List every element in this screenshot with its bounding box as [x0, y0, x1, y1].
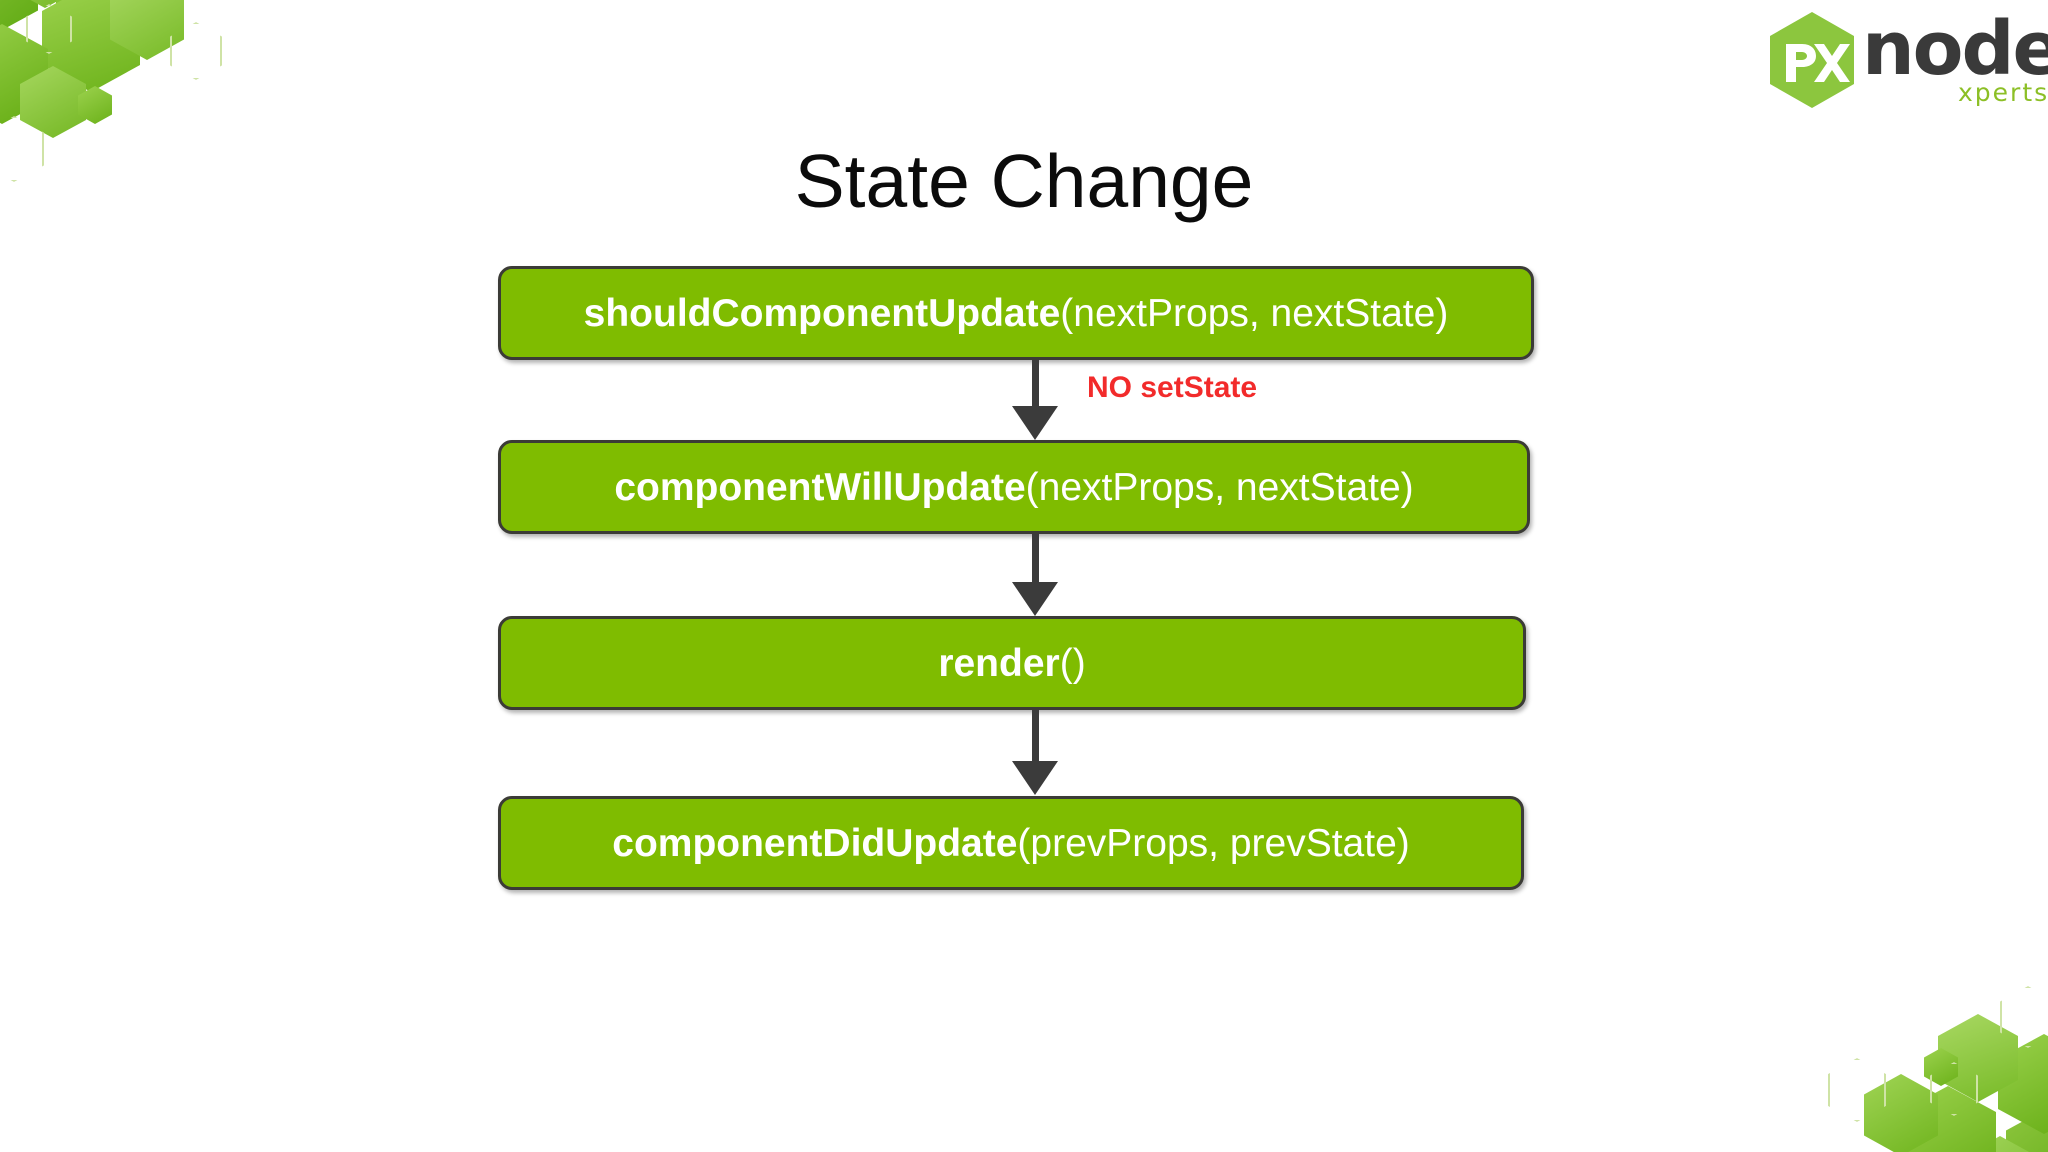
flow-node-args: (prevProps, prevState)	[1017, 821, 1410, 865]
hexagon-shape	[42, 0, 140, 92]
hexagon-shape	[1998, 1034, 2048, 1134]
flow-node-args: (nextProps, nextState)	[1060, 291, 1449, 335]
lifecycle-flowchart: shouldComponentUpdate(nextProps, nextSta…	[498, 266, 1534, 1056]
flow-node-label: componentWillUpdate(nextProps, nextState…	[614, 468, 1413, 507]
page-title: State Change	[794, 139, 1254, 224]
brand-logo: node xperts	[1766, 4, 2048, 112]
flow-node-fn-name: render	[938, 641, 1060, 685]
hexagon-shape	[20, 66, 86, 138]
rx-hexagon-logo-icon	[1770, 12, 1854, 108]
arrow-head-icon	[1012, 582, 1058, 616]
annotation-no-setstate: NO setState	[1087, 371, 1258, 404]
hexagon-outline	[26, 4, 72, 54]
hexagon-shape	[1900, 1086, 1996, 1152]
hexagon-shape	[2006, 1106, 2048, 1152]
flow-node-args: (nextProps, nextState)	[1025, 465, 1414, 509]
arrow-shaft	[1032, 360, 1039, 408]
flow-arrow-down-2	[1005, 534, 1065, 616]
hexagon-shape	[6, 0, 84, 8]
hexagon-shape	[0, 24, 48, 124]
hexagon-shape	[0, 0, 38, 34]
hexagon-outline	[1828, 1058, 1886, 1122]
hexagon-outline	[1930, 1062, 1978, 1116]
hexagon-shape	[114, 0, 198, 8]
flow-node-label: componentDidUpdate(prevProps, prevState)	[612, 824, 1410, 863]
logo-wordmark: node	[1862, 6, 2048, 92]
flow-node-args: ()	[1059, 641, 1086, 685]
flow-arrow-down-3	[1005, 710, 1065, 796]
hexagon-shape	[1864, 1074, 1938, 1152]
flow-node-component-did-update[interactable]: componentDidUpdate(prevProps, prevState)	[498, 796, 1524, 890]
flow-node-fn-name: shouldComponentUpdate	[583, 291, 1061, 335]
hexagon-shape	[1924, 1048, 1958, 1086]
flow-node-fn-name: componentWillUpdate	[614, 465, 1026, 509]
arrow-shaft	[1032, 710, 1039, 763]
flow-node-label: shouldComponentUpdate(nextProps, nextSta…	[584, 294, 1449, 333]
flow-node-fn-name: componentDidUpdate	[612, 821, 1018, 865]
flow-node-component-will-update[interactable]: componentWillUpdate(nextProps, nextState…	[498, 440, 1530, 534]
hexagon-shape	[78, 86, 112, 124]
flow-arrow-down-1	[1005, 360, 1065, 440]
hexagon-shape	[56, 0, 150, 36]
flow-node-should-component-update[interactable]: shouldComponentUpdate(nextProps, nextSta…	[498, 266, 1534, 360]
arrow-head-icon	[1012, 761, 1058, 795]
flow-node-render[interactable]: render()	[498, 616, 1526, 710]
hexagon-outline	[2000, 986, 2048, 1048]
flow-node-label: render()	[938, 644, 1085, 683]
arrow-shaft	[1032, 534, 1039, 584]
hexagon-shape	[110, 0, 184, 60]
hexagon-decoration-bottom-right	[1794, 949, 2048, 1152]
hexagon-shape	[1938, 1014, 2018, 1102]
logo-tagline: xperts	[1958, 78, 2048, 107]
hexagon-outline	[170, 22, 222, 80]
hexagon-shape	[1960, 1136, 2040, 1152]
arrow-head-icon	[1012, 406, 1058, 440]
